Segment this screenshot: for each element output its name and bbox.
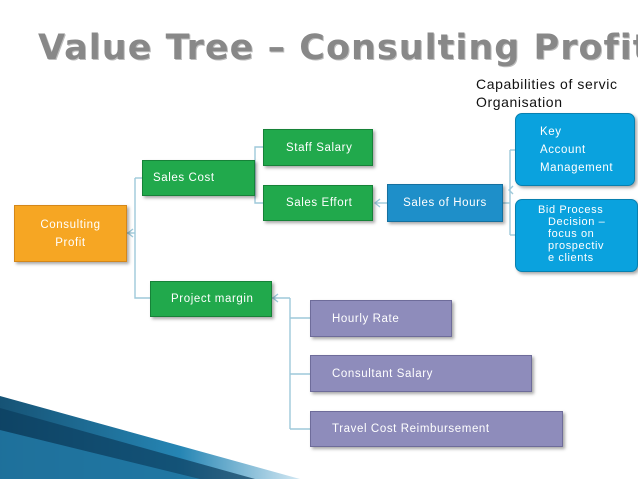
node-key-account-line-3: Management [540,161,614,174]
node-sales-cost-label: Sales Cost [153,172,215,184]
node-consulting-profit-line-2: Profit [55,236,86,249]
node-consultant-salary-label: Consultant Salary [332,367,433,380]
node-bid-process-line-1: Bid Process [538,204,604,216]
node-bid-process-decision: Bid Process Decision – focus on prospect… [515,199,638,272]
node-bid-process-text: Bid Process Decision – focus on prospect… [538,204,605,264]
node-bid-process-line-3: focus on [548,228,595,240]
node-consulting-profit-line-1: Consulting [40,218,101,231]
node-bid-process-line-5: e clients [548,252,594,264]
caption-line-1: Capabilities of servic [476,76,618,92]
node-key-account-line-1: Key [540,125,562,138]
node-sales-effort-label: Sales Effort [286,197,353,209]
node-key-account-management: Key Account Management [515,113,635,186]
node-hourly-rate-label: Hourly Rate [332,312,400,325]
node-sales-cost: Sales Cost [142,160,255,196]
page-title: Value Tree – Consulting Profit [38,28,638,68]
node-sales-of-hours: Sales of Hours [387,184,503,222]
node-bid-process-line-2: Decision – [548,216,606,228]
node-staff-salary-label: Staff Salary [286,141,353,154]
node-key-account-line-2: Account [540,143,586,156]
node-project-margin: Project margin [150,281,272,317]
node-sales-of-hours-label: Sales of Hours [403,197,487,209]
node-consulting-profit: Consulting Profit [14,205,127,262]
node-project-margin-label: Project margin [171,293,254,305]
node-staff-salary: Staff Salary [263,129,373,166]
capabilities-caption: Capabilities of servic Organisation [476,75,638,111]
node-hourly-rate: Hourly Rate [310,300,452,337]
node-travel-cost-label: Travel Cost Reimbursement [332,423,490,435]
node-travel-cost-reimbursement: Travel Cost Reimbursement [310,411,563,447]
node-consultant-salary: Consultant Salary [310,355,532,392]
node-bid-process-line-4: prospectiv [548,240,605,252]
caption-line-2: Organisation [476,94,563,110]
node-sales-effort: Sales Effort [263,185,373,221]
